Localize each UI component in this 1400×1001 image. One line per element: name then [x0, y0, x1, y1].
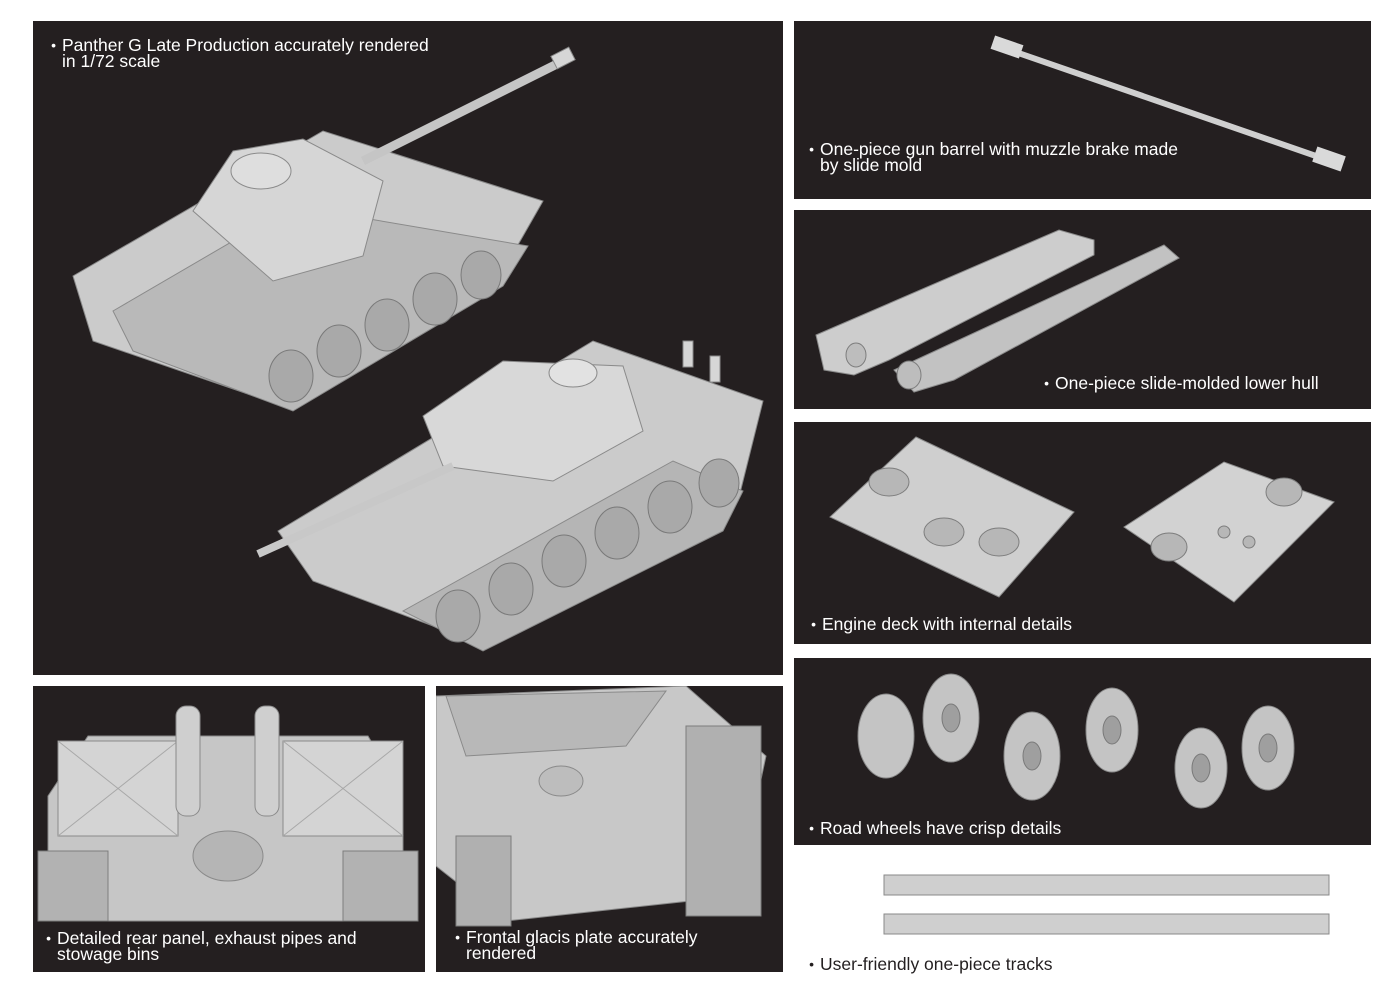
gun-barrel-illustration — [990, 35, 1346, 172]
lower-hull-illustration — [815, 229, 1180, 393]
tank-lower-right — [256, 340, 764, 652]
deck-caption: • Engine deck with internal details — [811, 614, 1073, 634]
caption-line-2: rendered — [466, 943, 537, 963]
caption-bullet: • — [811, 616, 816, 632]
hull-caption: • One-piece slide-molded lower hull — [1044, 373, 1319, 393]
rear-panel-illustration — [37, 705, 419, 922]
rear-panel-closeup: • Detailed rear panel, exhaust pipes and… — [33, 686, 425, 972]
caption-bullet: • — [809, 820, 814, 836]
caption-line-1: User-friendly one-piece tracks — [820, 954, 1053, 974]
caption-bullet: • — [51, 37, 56, 53]
caption-line-1: One-piece slide-molded lower hull — [1055, 373, 1319, 393]
caption-bullet: • — [46, 930, 51, 946]
caption-bullet: • — [455, 929, 460, 945]
gun-barrel-panel: • One-piece gun barrel with muzzle brake… — [794, 21, 1371, 199]
caption-bullet: • — [809, 141, 814, 157]
caption-line-1: Detailed rear panel, exhaust pipes and — [57, 928, 357, 948]
main-render-panel: • Panther G Late Production accurately r… — [33, 21, 783, 675]
glacis-caption: • Frontal glacis plate accurately render… — [455, 927, 698, 963]
caption-line-1: Frontal glacis plate accurately — [466, 927, 698, 947]
caption-line-2: stowage bins — [57, 944, 160, 964]
lower-hull-panel: • One-piece slide-molded lower hull — [794, 210, 1371, 409]
road-wheels-illustration — [857, 673, 1295, 809]
barrel-caption: • One-piece gun barrel with muzzle brake… — [809, 139, 1178, 175]
tracks-illustration — [883, 874, 1330, 935]
caption-line-2: in 1/72 scale — [62, 51, 161, 71]
caption-line-2: by slide mold — [820, 155, 923, 175]
engine-deck-panel: • Engine deck with internal details — [794, 422, 1371, 644]
caption-line-1: Road wheels have crisp details — [820, 818, 1062, 838]
tank-upper-left — [72, 46, 576, 412]
tracks-section: • User-friendly one-piece tracks — [794, 858, 1371, 978]
panther-tanks-illustration — [72, 46, 764, 652]
tracks-caption: • User-friendly one-piece tracks — [809, 954, 1053, 974]
caption-bullet: • — [1044, 375, 1049, 391]
caption-bullet: • — [809, 956, 814, 972]
wheels-caption: • Road wheels have crisp details — [809, 818, 1062, 838]
main-caption: • Panther G Late Production accurately r… — [51, 35, 429, 71]
caption-line-1: Panther G Late Production accurately ren… — [62, 35, 429, 55]
caption-line-1: Engine deck with internal details — [822, 614, 1073, 634]
engine-deck-illustration — [829, 436, 1335, 603]
glacis-plate-illustration — [436, 686, 767, 927]
rear-caption: • Detailed rear panel, exhaust pipes and… — [46, 928, 357, 964]
glacis-plate-panel: • Frontal glacis plate accurately render… — [436, 686, 783, 972]
road-wheels-panel: • Road wheels have crisp details — [794, 658, 1371, 845]
caption-line-1: One-piece gun barrel with muzzle brake m… — [820, 139, 1178, 159]
